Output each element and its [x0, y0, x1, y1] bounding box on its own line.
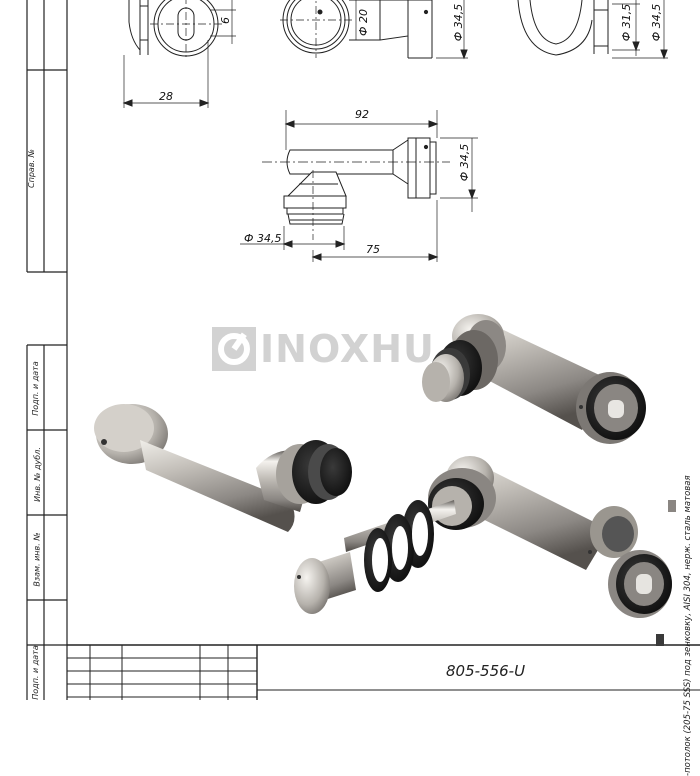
dim-diameter-34-5-side: Ф 34,5 [458, 143, 472, 182]
stamp-podp-data-1: Подп. и дата [30, 361, 40, 416]
render-exploded [294, 456, 676, 646]
left-stamp-frame [26, 0, 68, 700]
dim-diameter-34-5-top: Ф 34,5 [452, 3, 466, 42]
dim-6: 6 [219, 17, 232, 24]
stamp-sprav-no: Справ. № [26, 149, 36, 188]
technical-drawing-sheet [26, 0, 700, 700]
product-description: -потолок (205-75 SSS) под зенковку, AISI… [683, 475, 693, 776]
dim-28: 28 [159, 90, 173, 103]
stamp-vzam-inv: Взам. инв. № [32, 532, 42, 587]
render-assembled-upper [422, 314, 646, 444]
watermark-logo-icon [212, 327, 256, 371]
watermark-text: INOXHU [260, 327, 435, 371]
dim-diameter-20: Ф 20 [356, 9, 370, 36]
title-block-frame [67, 644, 700, 700]
watermark: INOXHU [212, 326, 435, 372]
top-view-center [280, 0, 468, 60]
drawing-code: 805-556-U [446, 662, 526, 680]
dim-diameter-34-5-bottom: Ф 34,5 [244, 232, 282, 245]
dim-diameter-34-5-right: Ф 34,5 [650, 3, 664, 42]
top-view-left [122, 0, 236, 108]
side-view-drawing [240, 110, 478, 262]
stamp-inv-dubl: Инв. № дубл. [32, 447, 42, 502]
top-view-right [517, 0, 668, 60]
dim-92: 92 [355, 108, 369, 121]
dim-75: 75 [366, 243, 380, 256]
render-assembled-left [94, 404, 352, 532]
dim-diameter-31-5: Ф 31,5 [620, 3, 634, 42]
stamp-podp-data-2: Подп. и дата [30, 645, 40, 700]
